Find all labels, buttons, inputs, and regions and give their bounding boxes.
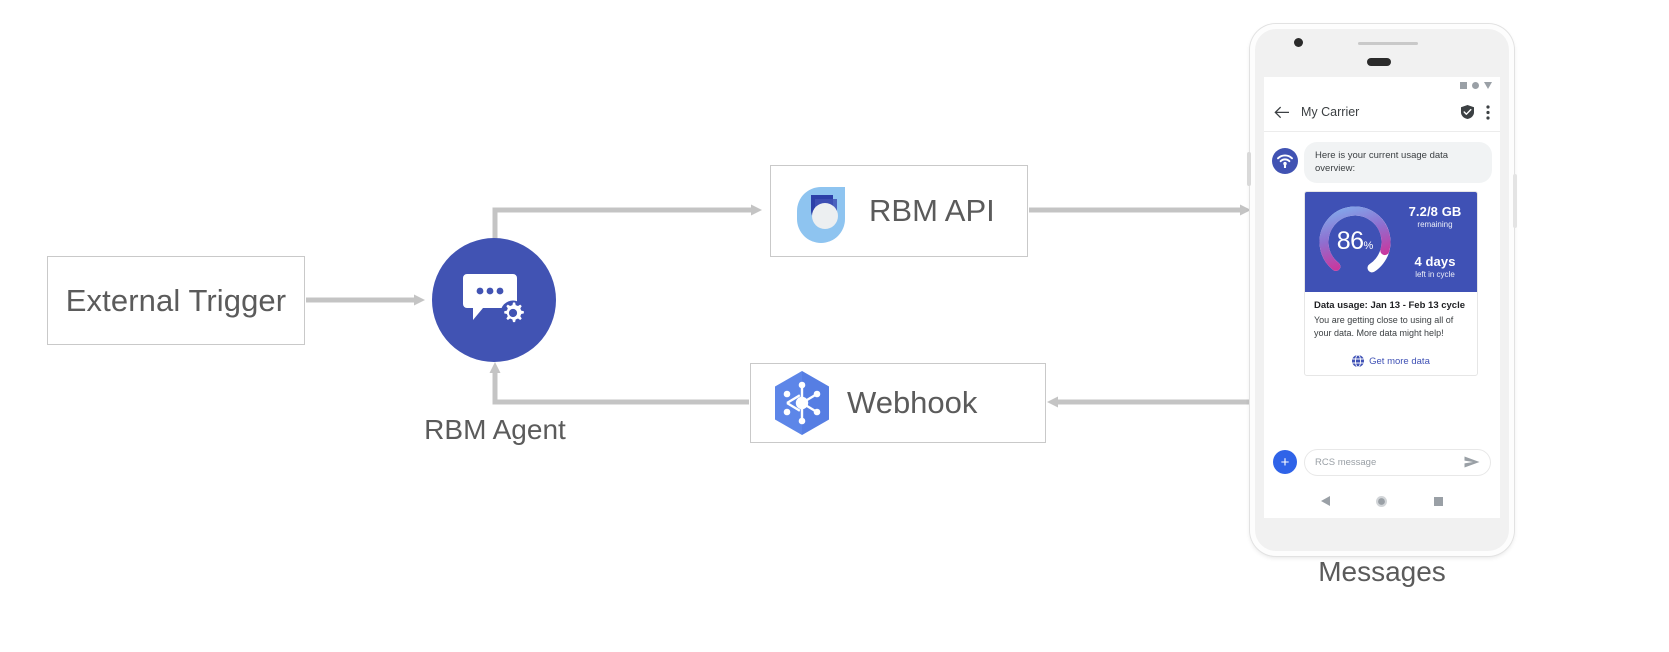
send-arrow-icon[interactable] — [1464, 456, 1480, 468]
card-body: Data usage: Jan 13 - Feb 13 cycle You ar… — [1305, 292, 1477, 346]
phone-earpiece-speaker — [1367, 58, 1391, 66]
app-bar: My Carrier — [1264, 93, 1500, 132]
square-indicator-icon — [1460, 81, 1467, 89]
rbm-api-icon — [797, 187, 845, 243]
webhook-hexagon-icon — [775, 371, 829, 435]
phone-camera — [1294, 38, 1303, 47]
rbm-api-node[interactable]: RBM API — [770, 165, 1028, 257]
hero-stats: 7.2/8 GB remaining 4 days left in cycle — [1397, 192, 1477, 292]
gauge-percent-number: 86 — [1336, 226, 1364, 255]
card-title: Data usage: Jan 13 - Feb 13 cycle — [1314, 299, 1466, 311]
rbm-agent-node[interactable] — [432, 238, 556, 362]
more-vertical-icon[interactable] — [1486, 104, 1490, 120]
back-arrow-icon[interactable] — [1274, 106, 1289, 119]
webhook-node[interactable]: Webhook — [750, 363, 1046, 443]
nav-back-triangle-icon[interactable] — [1321, 496, 1331, 506]
signal-triangle-icon — [1484, 81, 1492, 89]
rcs-message-placeholder: RCS message — [1315, 456, 1377, 468]
circle-indicator-icon — [1472, 81, 1479, 89]
wire-webhook-to-agent — [489, 362, 749, 405]
status-bar — [1264, 77, 1500, 93]
android-nav-bar — [1264, 484, 1500, 518]
chat-gear-icon — [463, 274, 525, 326]
messages-label: Messages — [1318, 556, 1446, 587]
rcs-message-input[interactable]: RCS message — [1304, 448, 1491, 476]
phone-screen: My Carrier — [1264, 77, 1500, 518]
rich-card[interactable]: 86% 7.2/8 GB remaining 4 days left in cy… — [1304, 190, 1478, 377]
get-more-data-button[interactable]: Get more data — [1305, 346, 1477, 375]
gauge-percent-symbol: % — [1363, 239, 1374, 252]
globe-icon — [1352, 355, 1365, 368]
card-description: You are getting close to using all of yo… — [1314, 314, 1454, 339]
phone-sensor-strip — [1358, 42, 1418, 45]
card-hero: 86% 7.2/8 GB remaining 4 days left in cy… — [1305, 191, 1477, 292]
external-trigger-node[interactable]: External Trigger — [47, 256, 305, 345]
get-more-data-label: Get more data — [1369, 355, 1430, 367]
gauge-value: 86% — [1313, 227, 1397, 256]
webhook-label: Webhook — [847, 385, 978, 420]
nav-home-circle-icon[interactable] — [1376, 495, 1388, 507]
rbm-api-label: RBM API — [869, 193, 995, 228]
agent-message-bubble: Here is your current usage data overview… — [1304, 142, 1492, 183]
external-trigger-label: External Trigger — [65, 282, 287, 318]
message-composer: + RCS message — [1264, 442, 1500, 482]
plus-icon[interactable]: + — [1273, 450, 1297, 474]
stat-days-left: 4 days left in cycle — [1414, 254, 1455, 279]
conversation-area: Here is your current usage data overview… — [1264, 132, 1500, 377]
wire-agent-to-api — [492, 204, 762, 240]
carrier-wifi-avatar-icon — [1272, 148, 1298, 174]
stat-days-left-value: 4 days — [1414, 254, 1456, 270]
message-row: Here is your current usage data overview… — [1272, 142, 1492, 183]
data-usage-gauge: 86% — [1313, 200, 1397, 284]
phone-mockup: My Carrier — [1247, 24, 1517, 556]
conversation-title: My Carrier — [1301, 105, 1360, 119]
phone-volume-button[interactable] — [1513, 174, 1517, 228]
stat-data-remaining-value: 7.2/8 GB — [1408, 204, 1462, 220]
verified-shield-icon[interactable] — [1461, 105, 1474, 119]
stat-data-remaining-label: remaining — [1417, 220, 1453, 230]
phone-power-button[interactable] — [1247, 152, 1251, 186]
stat-days-left-label: left in cycle — [1415, 270, 1455, 280]
nav-recents-square-icon[interactable] — [1433, 496, 1443, 506]
stat-data-remaining: 7.2/8 GB remaining — [1409, 204, 1462, 229]
rbm-agent-label: RBM Agent — [424, 414, 566, 445]
